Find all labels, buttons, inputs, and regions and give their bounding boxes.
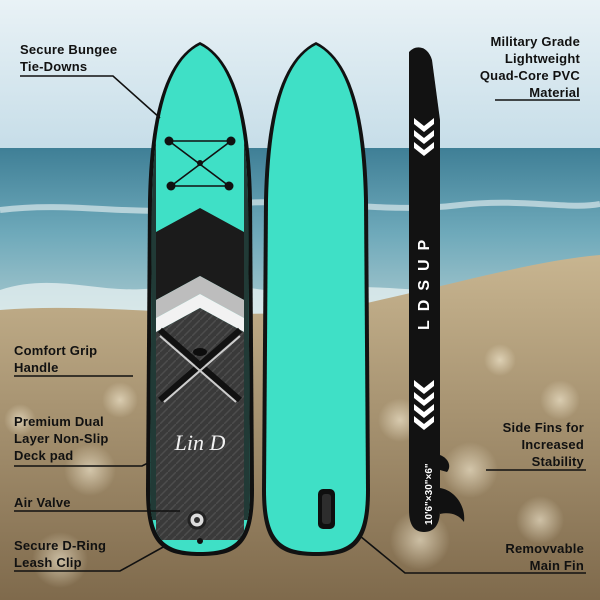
callout-d-ring-leash-clip: Secure D-Ring Leash Clip	[14, 538, 107, 570]
bungee-tie-downs	[164, 136, 236, 191]
board-bottom-view	[262, 42, 370, 556]
side-chevrons-top	[414, 118, 434, 156]
callout-side-fins: Side Fins for Increased Stability	[502, 420, 584, 469]
side-chevrons-bottom	[414, 380, 434, 430]
side-fin	[440, 455, 450, 472]
board-size-text: 10'6"×30"×6"	[424, 463, 435, 525]
d-ring	[197, 538, 203, 544]
callout-bungee-tie-downs: Secure Bungee Tie-Downs	[20, 42, 118, 74]
callout-air-valve: Air Valve	[14, 495, 71, 510]
callout-main-fin: Removvable Main Fin	[505, 541, 584, 573]
callout-pvc-material: Military Grade Lightweight Quad-Core PVC…	[479, 34, 580, 100]
deck-pad-front	[156, 208, 244, 300]
logo-script: Lin D	[174, 430, 226, 455]
board-bottom-hull	[266, 45, 366, 552]
callout-lines	[14, 75, 586, 574]
callout-deck-pad: Premium Dual Layer Non-Slip Deck pad	[14, 414, 109, 463]
deck-pad	[156, 308, 244, 540]
carry-handle	[193, 348, 207, 356]
callout-comfort-grip-handle: Comfort Grip Handle	[14, 343, 98, 375]
board-top-view: Lin D	[146, 42, 254, 556]
main-fin	[440, 488, 465, 522]
board-side-view: LDSUP 10'6"×30"×6"	[409, 47, 465, 532]
brand-side-text: LDSUP	[416, 231, 433, 330]
